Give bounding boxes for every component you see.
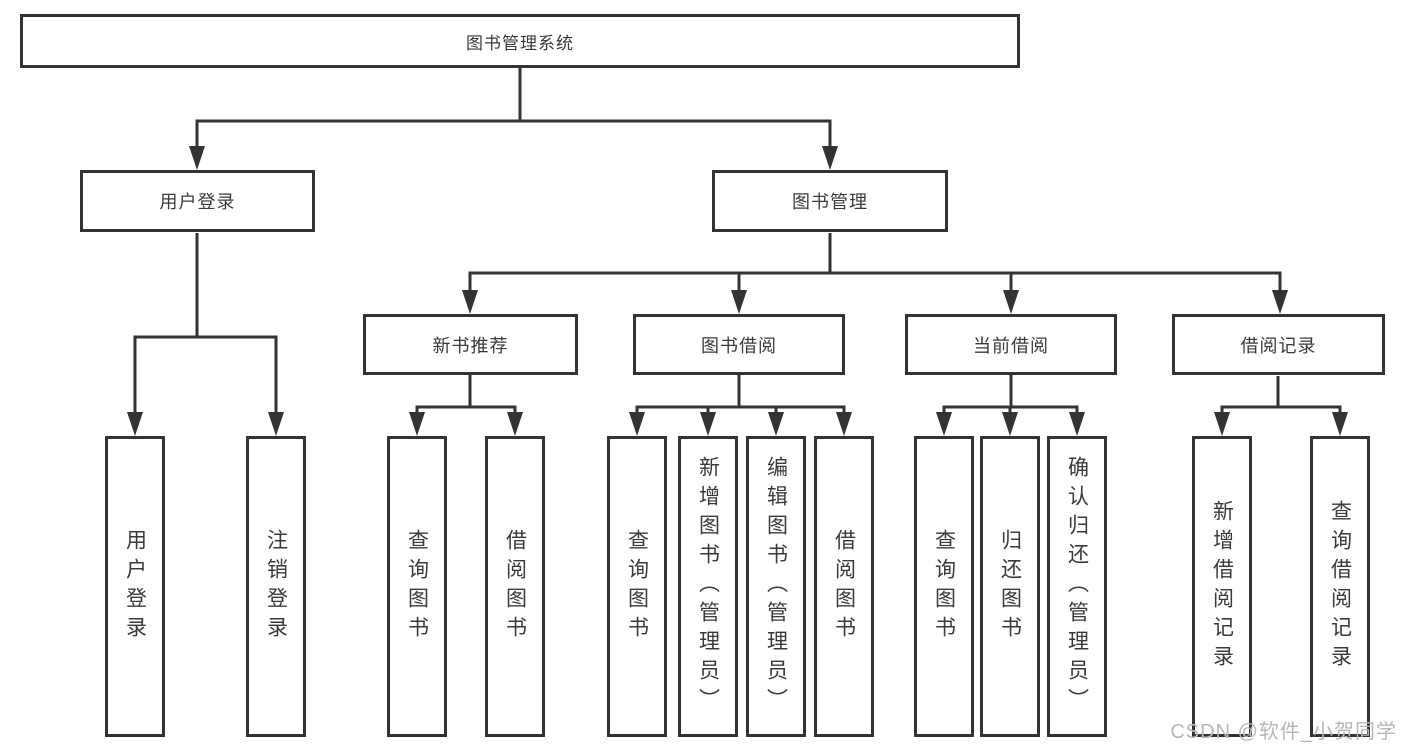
connector-book-borrowing-to-leaves	[629, 375, 852, 436]
node-current-borrowing-label: 当前借阅	[973, 335, 1049, 356]
leaf-records-add-record-label: 新增借阅记录	[1210, 499, 1234, 674]
leaf-recommend-query-books: 查询图书	[387, 436, 447, 737]
node-new-book-recommendation-label: 新书推荐	[432, 335, 509, 356]
connector-new-book-recommendation-to-leaves	[409, 375, 523, 436]
node-user-login: 用户登录	[80, 170, 315, 232]
leaf-borrowing-edit-book-admin: 编辑图书（管理员）	[746, 436, 806, 737]
node-borrowing-records-label: 借阅记录	[1240, 335, 1317, 356]
leaf-records-add-record: 新增借阅记录	[1192, 436, 1252, 737]
node-root-system: 图书管理系统	[20, 14, 1020, 68]
leaf-current-return-books: 归还图书	[980, 436, 1040, 737]
leaf-borrowing-add-book-admin-label: 新增图书（管理员）	[696, 456, 720, 717]
csdn-watermark: CSDN @软件_小贺同学	[1170, 721, 1397, 743]
node-new-book-recommendation: 新书推荐	[363, 314, 578, 375]
leaf-recommend-query-books-label: 查询图书	[405, 528, 429, 645]
leaf-user-login: 用户登录	[105, 436, 165, 737]
leaf-logout: 注销登录	[246, 436, 306, 737]
connector-user-login-to-leaves	[127, 233, 284, 436]
leaf-borrowing-borrow-books: 借阅图书	[814, 436, 874, 737]
node-borrowing-records: 借阅记录	[1172, 314, 1385, 375]
leaf-current-query-books: 查询图书	[914, 436, 974, 737]
leaf-borrowing-query-books: 查询图书	[607, 436, 667, 737]
node-user-login-label: 用户登录	[159, 192, 236, 212]
connector-book-management-to-level3	[462, 233, 1288, 314]
node-book-borrowing-label: 图书借阅	[701, 335, 777, 356]
node-book-management: 图书管理	[712, 170, 948, 232]
leaf-logout-label: 注销登录	[264, 528, 288, 645]
leaf-borrowing-edit-book-admin-label: 编辑图书（管理员）	[764, 456, 788, 717]
node-root-system-label: 图书管理系统	[466, 33, 574, 53]
leaf-borrowing-add-book-admin: 新增图书（管理员）	[678, 436, 738, 737]
leaf-user-login-label: 用户登录	[123, 528, 147, 645]
connector-root-to-level2	[189, 68, 838, 170]
node-book-borrowing: 图书借阅	[633, 314, 845, 375]
leaf-recommend-borrow-books-label: 借阅图书	[503, 528, 527, 645]
leaf-records-query-record: 查询借阅记录	[1310, 436, 1370, 737]
leaf-current-query-books-label: 查询图书	[932, 528, 956, 645]
leaf-current-confirm-return-admin-label: 确认归还（管理员）	[1065, 456, 1089, 717]
leaf-current-confirm-return-admin: 确认归还（管理员）	[1047, 436, 1107, 737]
leaf-current-return-books-label: 归还图书	[998, 528, 1022, 645]
connector-borrowing-records-to-leaves	[1214, 376, 1348, 436]
node-book-management-label: 图书管理	[792, 192, 868, 212]
leaf-recommend-borrow-books: 借阅图书	[485, 436, 545, 737]
leaf-borrowing-borrow-books-label: 借阅图书	[832, 528, 856, 645]
node-current-borrowing: 当前借阅	[905, 314, 1117, 375]
leaf-records-query-record-label: 查询借阅记录	[1328, 499, 1352, 674]
leaf-borrowing-query-books-label: 查询图书	[625, 528, 649, 645]
connector-current-borrowing-to-leaves	[936, 375, 1085, 436]
